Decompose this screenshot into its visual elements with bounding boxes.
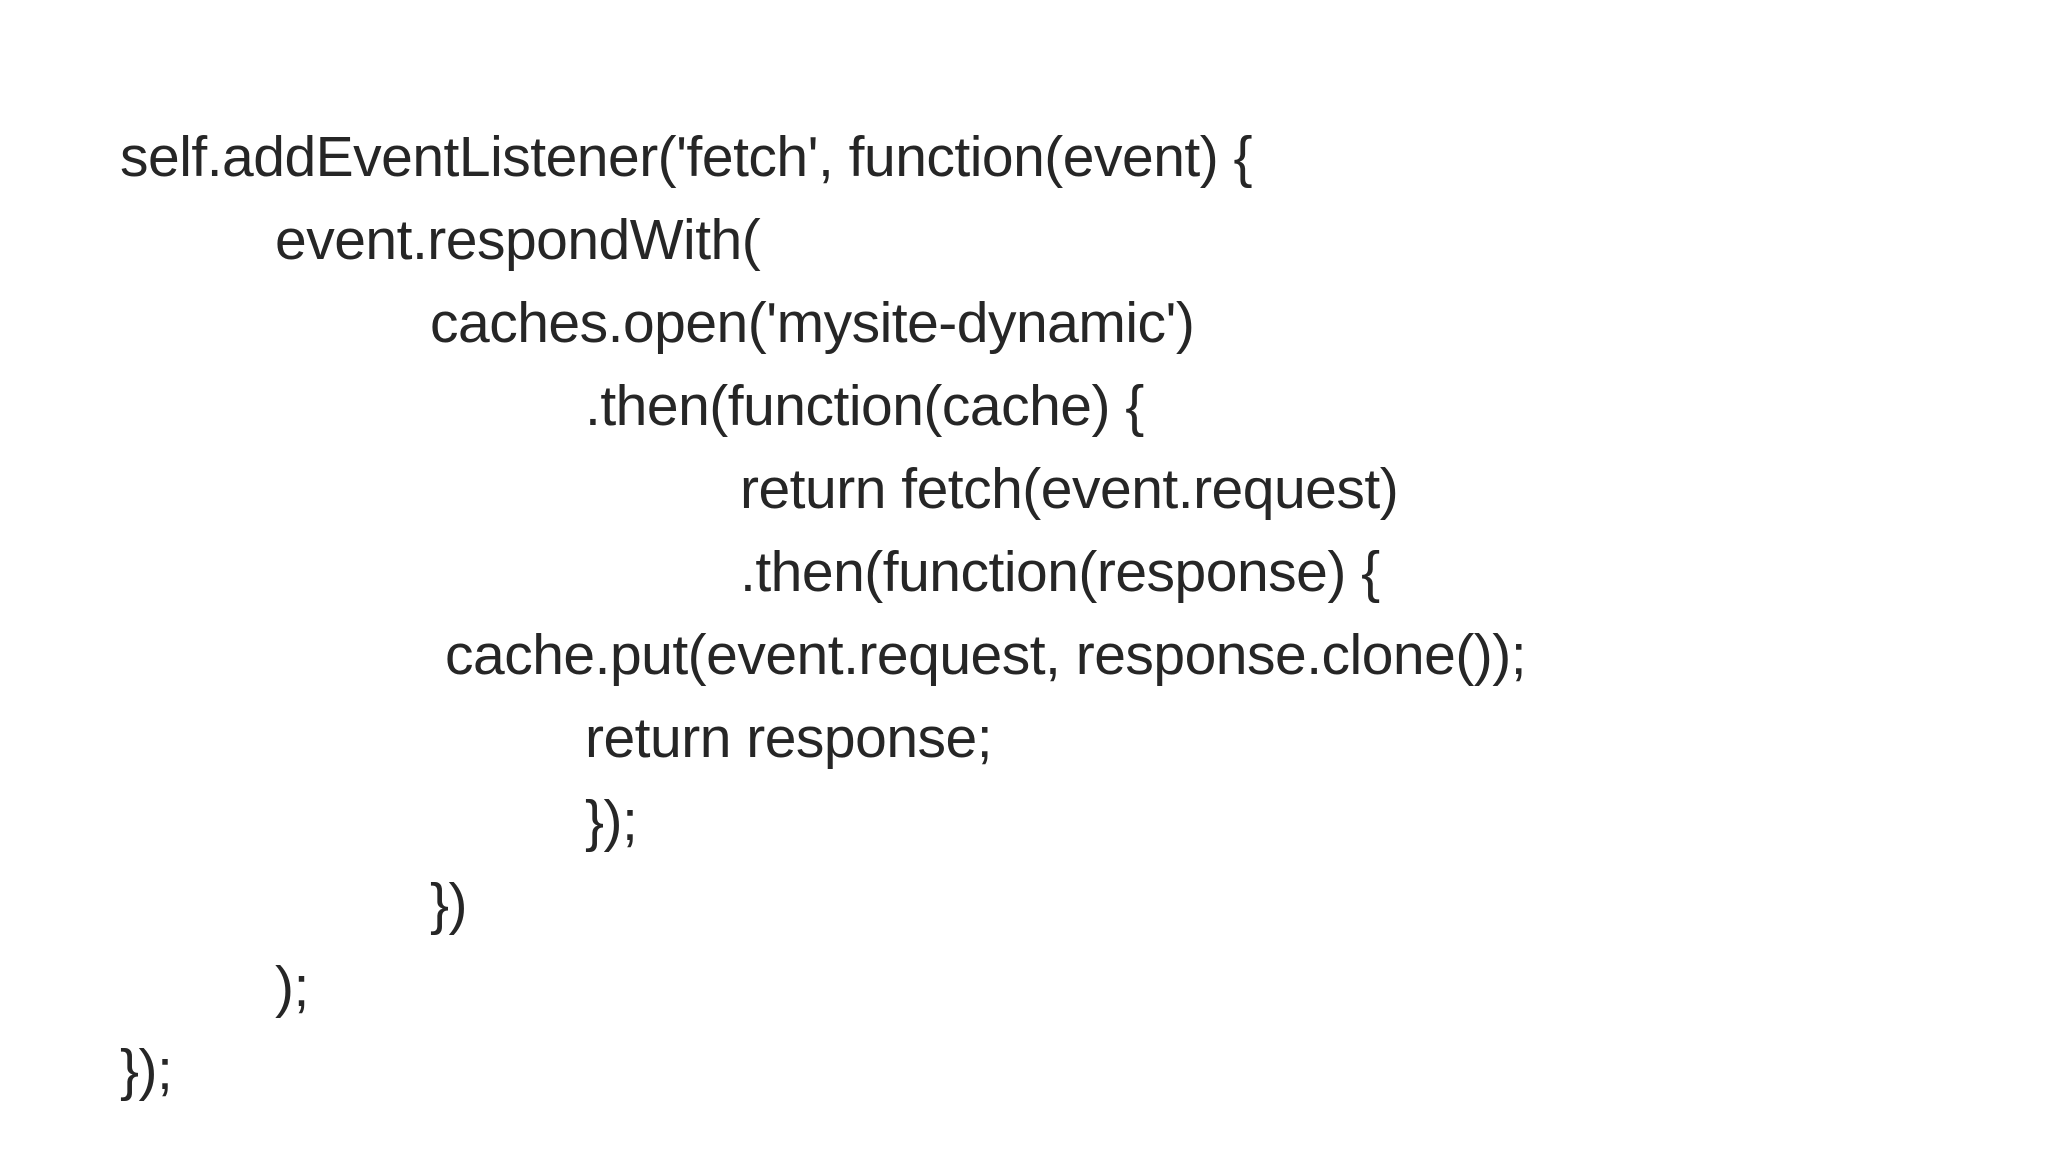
code-line-4: .then(function(cache) { [585,374,1144,438]
code-line-5: return fetch(event.request) [740,457,1399,521]
code-line-6: .then(function(response) { [740,540,1380,604]
code-line-3: caches.open('mysite-dynamic') [430,291,1195,355]
code-block: self.addEventListener('fetch', function(… [120,116,1527,1112]
code-line-7: cache.put(event.request, response.clone(… [445,623,1527,687]
code-line-8: return response; [585,706,993,770]
code-line-12: }); [120,1038,173,1102]
code-line-11: ); [275,955,309,1019]
code-line-1: self.addEventListener('fetch', function(… [120,125,1253,189]
code-line-2: event.respondWith( [275,208,761,272]
code-line-10: }) [430,872,468,936]
code-line-9: }); [585,789,638,853]
